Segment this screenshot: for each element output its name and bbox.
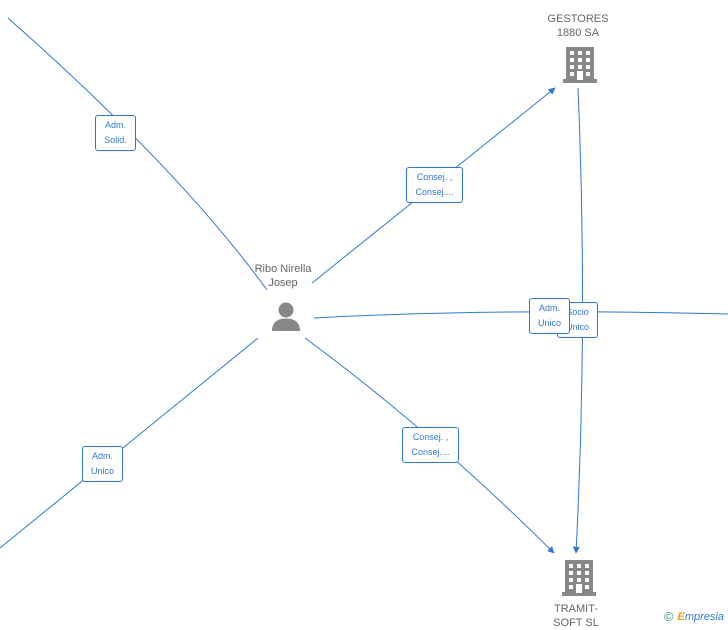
edge-label-consej-top[interactable]: Consej. , Consej.... bbox=[406, 167, 463, 203]
brand-initial: E bbox=[677, 610, 685, 623]
empresia-logo: © Empresia bbox=[664, 609, 724, 624]
node-label-line: GESTORES bbox=[547, 13, 609, 25]
person-icon bbox=[272, 302, 300, 331]
edge-offscreen-to-person bbox=[7, 17, 268, 291]
edge-label-line: Adm. bbox=[91, 451, 113, 461]
edge-label-adm-unico-left[interactable]: Adm. Unico bbox=[82, 446, 123, 482]
building-icon bbox=[563, 47, 597, 83]
edge-label-line: Unico bbox=[90, 466, 114, 476]
edge-label-adm-solid[interactable]: Adm. Solid. bbox=[95, 115, 136, 151]
edge-label-line: Solid. bbox=[104, 135, 127, 145]
copyright-icon: © bbox=[663, 609, 674, 624]
edge-label-line: Consej.... bbox=[415, 187, 454, 197]
edge-offscreen-bottom-to-person bbox=[0, 337, 259, 549]
edge-label-line: Unico bbox=[565, 322, 589, 332]
edge-label-line: Unico bbox=[537, 318, 561, 328]
node-label-line: Josep bbox=[268, 277, 298, 289]
edge-label-line: Consej. , bbox=[412, 432, 449, 442]
edge-label-line: Consej.... bbox=[411, 447, 450, 457]
edge-label-line: Adm. bbox=[538, 303, 560, 313]
edge-person-to-right bbox=[313, 311, 728, 319]
building-icon bbox=[562, 560, 596, 596]
node-label-line: 1880 SA bbox=[556, 27, 600, 39]
company-node-gestores[interactable]: GESTORES 1880 SA bbox=[523, 12, 633, 40]
node-label-line: Ribo Nirella bbox=[254, 263, 312, 275]
edge-label-consej-bottom[interactable]: Consej. , Consej.... bbox=[402, 427, 459, 463]
node-label-line: SOFT SL bbox=[553, 617, 599, 629]
brand-name: mpresia bbox=[684, 610, 724, 623]
edge-label-adm-unico-right[interactable]: Adm. Unico bbox=[529, 298, 570, 334]
edge-label-line: Consej. , bbox=[416, 172, 453, 182]
node-label-line: TRAMIT- bbox=[554, 603, 598, 615]
edge-label-line: Adm. bbox=[104, 120, 126, 130]
person-node-ribo-nirella[interactable]: Ribo Nirella Josep bbox=[228, 262, 338, 290]
edge-label-line: Socio bbox=[566, 307, 589, 317]
company-node-tramit[interactable]: TRAMIT- SOFT SL bbox=[521, 602, 631, 630]
